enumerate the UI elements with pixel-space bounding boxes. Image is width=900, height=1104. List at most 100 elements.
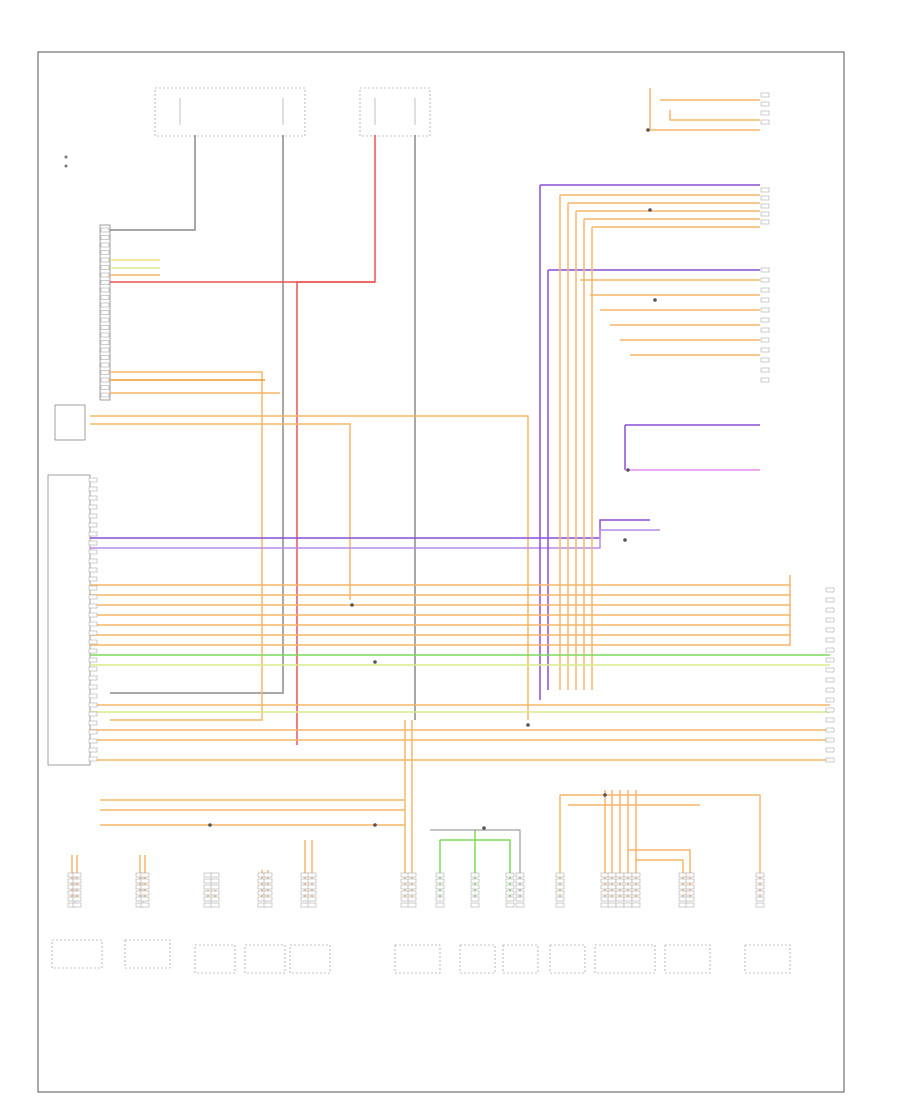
sensor-terminal [407,896,417,902]
splice-dot [648,208,652,212]
edge-connector-pin [825,667,835,673]
module-lower-pin [88,531,98,537]
sensor-terminal [755,890,765,896]
component-box-11 [744,944,791,974]
module-lower-pin [88,720,98,726]
component-box-5 [394,944,441,974]
sensor-terminal [515,878,525,884]
sensor-terminal [407,884,417,890]
module-pin [100,302,110,308]
sensor-terminal [515,902,525,908]
edge-connector-pin [825,607,835,613]
sensor-terminal [140,878,150,884]
edge-connector-pin [825,757,835,763]
module-pin [100,332,110,338]
wire-can-low [90,529,660,549]
module-lower-pin [88,702,98,708]
splice-dot [623,538,627,542]
splice-dot [373,823,377,827]
module-lower-pin [88,558,98,564]
sensor-terminal [307,872,317,878]
legend-marker-1 [64,155,68,159]
module-lower-pin [88,486,98,492]
wire-bus-2 [90,595,791,606]
sensor-terminal [470,890,480,896]
edge-connector-pin [825,637,835,643]
module-pin [100,310,110,315]
sensor-terminal [631,884,641,890]
module-lower-pin [88,549,98,555]
right-connector-pin [760,347,770,353]
module-lower-pin [88,603,98,609]
edge-connector-pin [825,697,835,703]
module-lower-pin [88,576,98,582]
diagram-frame [37,51,845,1093]
module-lower-pin [88,693,98,699]
component-box-0 [51,939,103,969]
right-connector-pin [760,110,770,116]
edge-connector-pin [825,587,835,593]
right-connector-pin [760,101,770,107]
sensor-terminal [407,878,417,884]
sensor-terminal [210,884,220,890]
sensor-terminal [263,896,273,902]
module-pin [100,370,110,375]
sensor-terminal [72,902,82,908]
component-box-6 [459,944,496,974]
edge-connector-pin [825,737,835,743]
component-box-2 [194,944,236,974]
module-lower-pin [88,675,98,681]
sensor-terminal [623,872,633,878]
sensor-terminal [615,896,625,902]
sensor-terminal [515,896,525,902]
sensor-terminal [615,878,625,884]
edge-connector-pin [825,687,835,693]
splice-dot [482,826,486,830]
right-connector-pin [760,337,770,343]
sensor-terminal [505,890,515,896]
wire-bus-5 [90,625,791,636]
sensor-terminal [407,872,417,878]
sensor-terminal [210,890,220,896]
sensor-terminal [615,872,625,878]
wire-upper-loop-1 [110,371,263,721]
sensor-terminal [685,872,695,878]
edge-connector-pin [825,747,835,753]
sensor-terminal [307,902,317,908]
sensor-terminal [470,872,480,878]
sensor-terminal [140,896,150,902]
edge-connector-pin [825,677,835,683]
wire-fuse3-feed [296,135,376,745]
module-pin [100,295,110,300]
module-lower-pin [88,711,98,717]
sensor-terminal [435,890,445,896]
sensor-terminal [615,902,625,908]
module-lower-pin [88,756,98,762]
splice-dot [208,823,212,827]
module-lower-pin [88,729,98,735]
sensor-terminal [615,884,625,890]
module-pin [100,235,110,240]
sensor-terminal [307,890,317,896]
module-pin [100,227,110,233]
sensor-terminal [505,878,515,884]
wire-aux-1 [90,415,529,720]
wire-bus-6 [90,635,791,646]
module-pin [100,257,110,263]
splice-dot [373,660,377,664]
legend [64,155,68,168]
sensor-terminal [435,902,445,908]
right-connector-pin [760,287,770,293]
sensor-terminal [755,878,765,884]
edge-connector-pin [825,727,835,733]
sensor-terminal [140,884,150,890]
edge-connector-pin [825,717,835,723]
module-lower-pin [88,540,98,546]
sensor-terminal [72,872,82,878]
module-pin [100,355,110,360]
sensor-terminal [263,890,273,896]
sensor-terminal [555,878,565,884]
right-connector-pin [760,92,770,98]
sensor-terminal [470,896,480,902]
module-pin [100,317,110,323]
